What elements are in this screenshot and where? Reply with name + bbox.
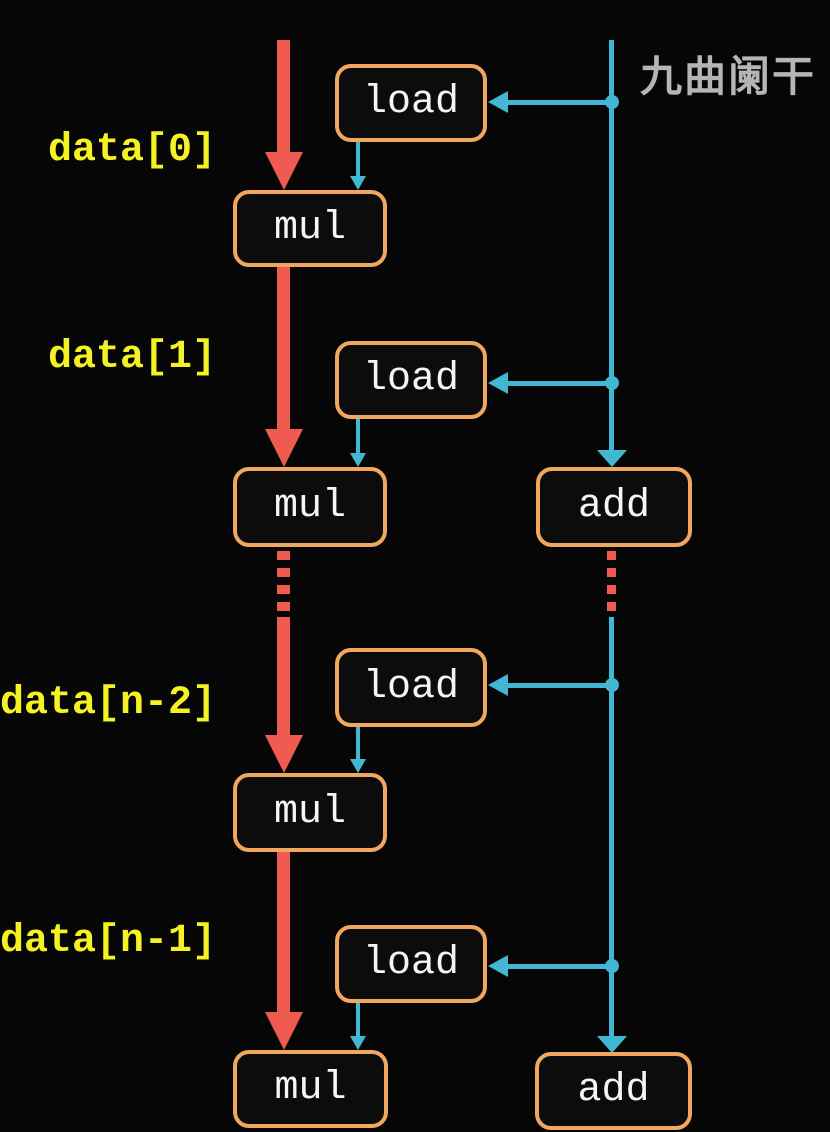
junction-dot-4 <box>605 959 619 973</box>
watermark-text: 九曲阑干 <box>640 53 817 100</box>
load-node-1: load <box>335 64 487 142</box>
data-label-n-2: data[n-2] <box>0 681 217 726</box>
mul-node-3-label: mul <box>273 789 346 835</box>
mul-node-2-label: mul <box>273 484 346 529</box>
load-feed-arrowhead-4 <box>488 955 508 977</box>
add-node-1-label: add <box>577 484 650 529</box>
add-chain-ellipsis-dashes <box>607 551 616 617</box>
mul-node-4: mul <box>233 1050 388 1128</box>
mul-chain-segment-4 <box>277 852 290 1013</box>
load-feed-arrowhead-2 <box>488 372 508 394</box>
add-chain-segment-1 <box>609 40 614 452</box>
load-node-2-label: load <box>362 357 459 402</box>
add-node-1: add <box>536 467 692 547</box>
load-node-2: load <box>335 341 487 419</box>
load-node-4-label: load <box>362 941 459 986</box>
mul-node-3: mul <box>233 773 387 852</box>
load-to-mul-arrowhead-2 <box>350 453 366 467</box>
load-feed-line-4 <box>505 964 611 969</box>
junction-dot-1 <box>605 95 619 109</box>
load-node-3: load <box>335 648 487 727</box>
load-to-mul-arrowhead-3 <box>350 759 366 773</box>
junction-dot-2 <box>605 376 619 390</box>
load-feed-line-1 <box>505 100 611 105</box>
load-feed-line-3 <box>505 683 611 688</box>
data-label-0: data[0] <box>48 128 217 173</box>
mul-chain-ellipsis-dashes <box>277 551 290 617</box>
add-node-2: add <box>535 1052 692 1130</box>
load-feed-arrowhead-1 <box>488 91 508 113</box>
load-to-mul-line-2 <box>356 419 360 454</box>
mul-node-4-label: mul <box>274 1066 347 1111</box>
add-chain-arrowhead-1 <box>597 450 627 467</box>
mul-chain-segment-1 <box>277 40 290 153</box>
add-chain-segment-2 <box>609 617 614 1037</box>
load-node-1-label: load <box>362 80 459 125</box>
load-node-4: load <box>335 925 487 1003</box>
add-node-2-label: add <box>577 1068 650 1113</box>
load-to-mul-line-3 <box>356 726 360 760</box>
load-node-3-label: load <box>362 664 459 710</box>
load-to-mul-arrowhead-4 <box>350 1036 366 1050</box>
load-feed-arrowhead-3 <box>488 674 508 696</box>
mul-chain-segment-3 <box>277 617 290 736</box>
load-to-mul-line-4 <box>356 1003 360 1037</box>
mul-chain-arrowhead-3 <box>265 735 303 773</box>
junction-dot-3 <box>605 678 619 692</box>
add-chain-arrowhead-2 <box>597 1036 627 1053</box>
mul-node-2: mul <box>233 467 387 547</box>
mul-node-1-label: mul <box>273 205 346 251</box>
mul-chain-arrowhead-2 <box>265 429 303 467</box>
mul-node-1: mul <box>233 190 387 267</box>
data-label-1: data[1] <box>48 335 217 380</box>
mul-chain-arrowhead-4 <box>265 1012 303 1050</box>
load-feed-line-2 <box>505 381 611 386</box>
data-label-n-1: data[n-1] <box>0 919 217 964</box>
mul-chain-arrowhead-1 <box>265 152 303 190</box>
load-to-mul-line-1 <box>356 142 360 177</box>
mul-chain-segment-2 <box>277 267 290 430</box>
load-to-mul-arrowhead-1 <box>350 176 366 190</box>
